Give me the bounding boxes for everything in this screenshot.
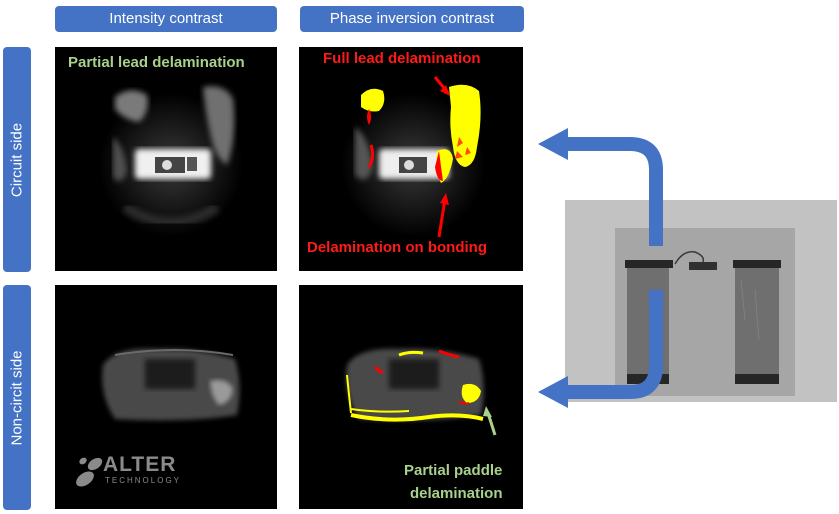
label-partial-paddle-line1: Partial paddle [404,462,503,479]
xray-component-image [565,200,837,402]
scan-intensity-circuit-image [99,86,243,237]
side-label-non-circuit-text: Non-circit side [8,349,26,446]
label-partial-paddle-line2: delamination [410,485,503,502]
alter-logo-mark-icon [76,457,103,487]
label-delamination-on-bonding: Delamination on bonding [307,239,487,256]
alter-logo-subtitle: TECHNOLOGY [105,476,182,485]
scan-intensity-non-circuit: ALTER TECHNOLOGY [55,285,277,509]
side-label-non-circuit: Non-circit side [3,285,31,510]
side-label-circuit-text: Circuit side [8,122,26,197]
scan-phase-circuit [299,47,523,271]
header-intensity-contrast: Intensity contrast [55,6,277,32]
scan-phase-non-circuit [299,285,523,509]
alter-logo-word: ALTER [103,453,177,476]
label-full-lead-delamination: Full lead delamination [323,50,481,67]
header-phase-inversion-contrast: Phase inversion contrast [300,6,524,32]
arrow-head-circuit-icon [538,128,568,160]
scan-intensity-non-circuit-image [102,348,240,421]
label-partial-lead-delamination: Partial lead delamination [68,54,245,71]
scan-phase-non-circuit-image [346,348,497,436]
xray-component-drawing [565,200,837,402]
side-label-circuit: Circuit side [3,47,31,272]
arrow-head-non-circuit-icon [538,376,568,408]
scan-phase-circuit-image [341,76,485,238]
scan-intensity-circuit [55,47,277,271]
